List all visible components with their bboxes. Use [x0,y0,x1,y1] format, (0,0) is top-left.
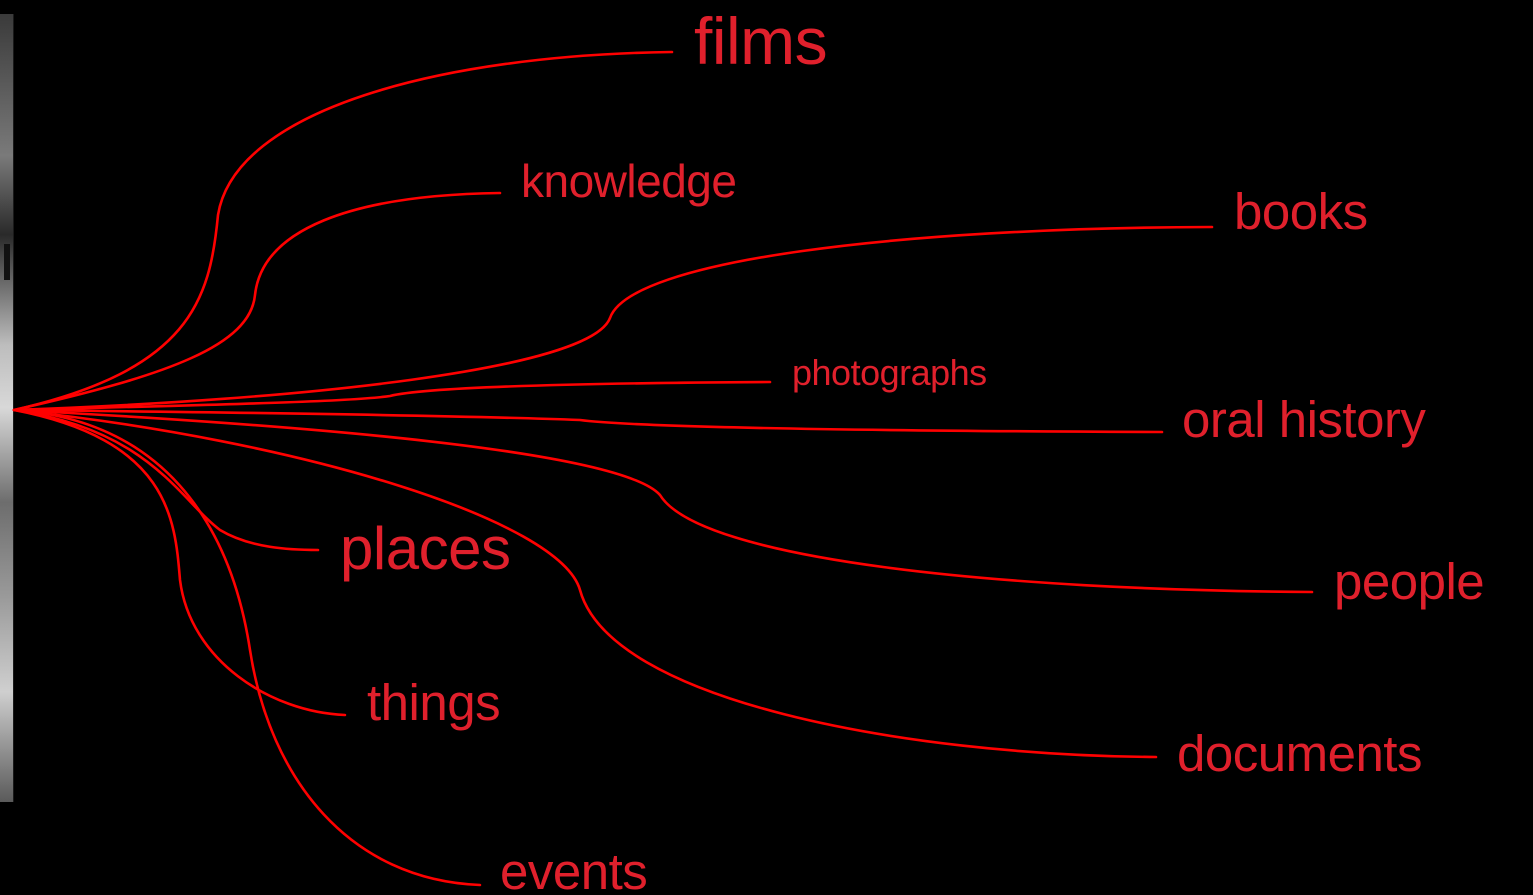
label-oral-history: oral history [1182,394,1425,445]
label-films: films [694,8,827,74]
label-books: books [1234,186,1368,237]
label-things: things [367,677,500,728]
label-people: people [1334,556,1484,607]
label-documents: documents [1177,728,1422,779]
line-people [14,410,1312,592]
line-events [14,410,480,885]
label-places: places [340,519,510,579]
label-events: events [500,846,647,895]
line-photographs [14,382,770,410]
line-things [14,410,345,715]
line-films [14,52,672,410]
label-knowledge: knowledge [521,158,736,204]
label-photographs: photographs [792,355,987,391]
line-documents [14,410,1156,757]
